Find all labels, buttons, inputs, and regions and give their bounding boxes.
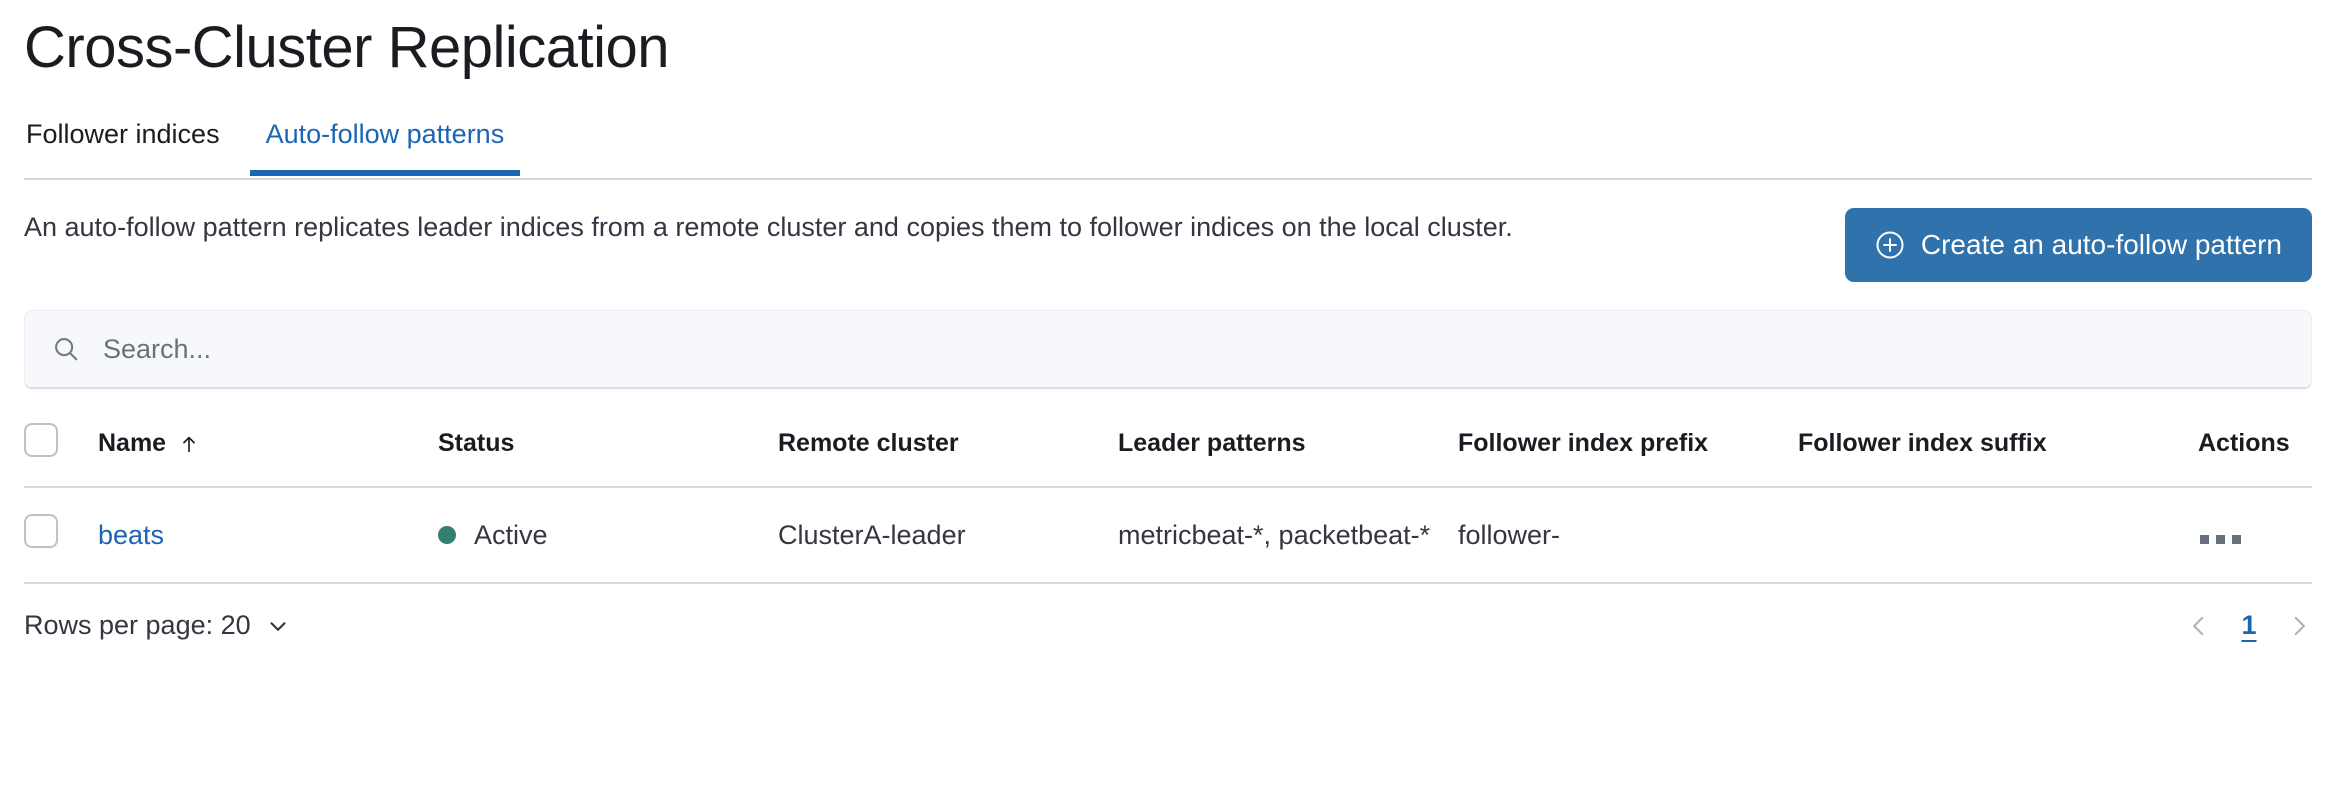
chevron-right-icon[interactable] — [2286, 613, 2312, 639]
column-header-follower-index-suffix[interactable]: Follower index suffix — [1798, 423, 2198, 488]
search-icon — [55, 338, 78, 361]
tab-follower-indices[interactable]: Follower indices — [24, 108, 222, 176]
column-header-follower-index-suffix-label: Follower index suffix — [1798, 429, 2047, 457]
create-auto-follow-pattern-button[interactable]: Create an auto-follow pattern — [1844, 208, 2312, 282]
column-header-name[interactable]: Name — [98, 423, 438, 488]
auto-follow-patterns-table: Name Status Remote cluster Leader patter… — [24, 423, 2312, 584]
rows-per-page-label: Rows per page: 20 — [24, 610, 251, 640]
cell-remote-cluster: ClusterA-leader — [778, 487, 1118, 584]
cell-leader-patterns: metricbeat-*, packetbeat-* — [1118, 487, 1458, 584]
intro-description: An auto-follow pattern replicates leader… — [24, 212, 1513, 242]
cell-follower-index-prefix: follower- — [1458, 487, 1798, 584]
row-select-checkbox[interactable] — [24, 514, 58, 548]
select-all-checkbox[interactable] — [24, 423, 58, 457]
pagination: 1 — [2186, 610, 2312, 641]
search-bar[interactable] — [24, 310, 2312, 389]
ellipsis-dot — [2232, 535, 2241, 544]
rows-per-page-select[interactable]: Rows per page: 20 — [24, 610, 291, 641]
column-header-leader-patterns-label: Leader patterns — [1118, 429, 1306, 457]
more-actions-ellipsis-icon[interactable] — [2198, 529, 2243, 550]
cell-actions — [2198, 487, 2312, 584]
chevron-down-icon — [270, 621, 286, 631]
row-select-cell — [24, 487, 98, 584]
column-header-leader-patterns[interactable]: Leader patterns — [1118, 423, 1458, 488]
chevron-left-icon[interactable] — [2186, 613, 2212, 639]
search-input[interactable] — [103, 333, 2285, 365]
column-header-follower-index-prefix-label: Follower index prefix — [1458, 429, 1709, 457]
intro-section: An auto-follow pattern replicates leader… — [24, 206, 2312, 282]
table-header: Name Status Remote cluster Leader patter… — [24, 423, 2312, 488]
ellipsis-dot — [2216, 535, 2225, 544]
table-footer: Rows per page: 20 1 — [24, 610, 2312, 641]
ellipsis-dot — [2200, 535, 2209, 544]
leader-patterns-value: metricbeat-*, packetbeat-* — [1118, 520, 1431, 550]
cell-name: beats — [98, 487, 438, 584]
name-sort-control[interactable]: Name — [98, 429, 200, 458]
cell-status: Active — [438, 487, 778, 584]
tab-follower-indices-label: Follower indices — [26, 119, 220, 149]
status-dot-icon — [438, 526, 456, 544]
column-header-follower-index-prefix[interactable]: Follower index prefix — [1458, 423, 1798, 488]
cell-follower-index-suffix — [1798, 487, 2198, 584]
plus-in-circle-icon — [1876, 231, 1904, 259]
create-auto-follow-pattern-label: Create an auto-follow pattern — [1920, 229, 2282, 260]
page-title: Cross-Cluster Replication — [24, 15, 670, 80]
column-header-remote-cluster[interactable]: Remote cluster — [778, 423, 1118, 488]
column-header-actions: Actions — [2198, 423, 2312, 488]
sort-ascending-arrow-icon — [183, 436, 195, 452]
column-header-actions-label: Actions — [2198, 429, 2290, 457]
tab-auto-follow-patterns[interactable]: Auto-follow patterns — [249, 108, 520, 176]
column-header-status[interactable]: Status — [438, 423, 778, 488]
column-header-remote-cluster-label: Remote cluster — [778, 429, 959, 457]
column-header-status-label: Status — [438, 429, 515, 457]
pattern-name-link[interactable]: beats — [98, 520, 165, 550]
table-body: beats Active ClusterA-leader metricbeat-… — [24, 487, 2312, 584]
column-header-name-label: Name — [98, 429, 167, 457]
table-row: beats Active ClusterA-leader metricbeat-… — [24, 487, 2312, 584]
tab-auto-follow-patterns-label: Auto-follow patterns — [265, 119, 505, 149]
status-badge: Active — [438, 518, 548, 552]
pagination-page-1[interactable]: 1 — [2241, 610, 2257, 640]
select-all-header — [24, 423, 98, 488]
tab-bar: Follower indices Auto-follow patterns — [24, 108, 2312, 180]
table-header-row: Name Status Remote cluster Leader patter… — [24, 423, 2312, 488]
status-label: Active — [474, 520, 548, 550]
